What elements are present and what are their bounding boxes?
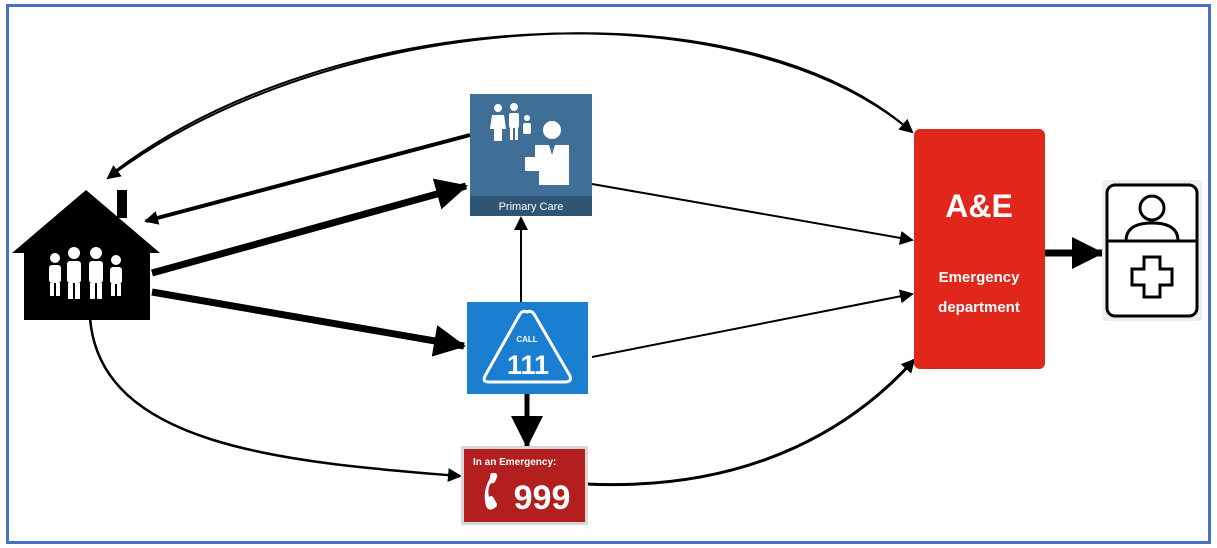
arrows bbox=[88, 32, 1104, 487]
primary-care-box: Primary Care bbox=[470, 94, 592, 216]
doctor-family-icon bbox=[490, 103, 569, 185]
arrow-999-to-ae bbox=[585, 358, 916, 487]
arrow-home-to-ae bbox=[109, 32, 914, 176]
emergency-heading: In an Emergency: bbox=[473, 457, 556, 468]
house-family-icon bbox=[12, 190, 160, 320]
arrow-home-to-111 bbox=[151, 288, 466, 357]
ae-subtitle-line1: Emergency bbox=[939, 269, 1021, 286]
ae-subtitle-line2: department bbox=[938, 299, 1020, 316]
arrow-primary-care-to-ae bbox=[591, 183, 914, 245]
number-999: 999 bbox=[514, 479, 571, 517]
primary-care-label: Primary Care bbox=[499, 201, 564, 213]
arrow-home-to-primary-care bbox=[151, 178, 468, 277]
arrow-home-to-999 bbox=[88, 317, 462, 483]
number-111: 111 bbox=[507, 350, 549, 380]
call-label: CALL bbox=[516, 335, 537, 344]
ae-box: A&E Emergency department bbox=[914, 129, 1045, 369]
emergency-999-box: In an Emergency: 999 bbox=[461, 446, 588, 525]
arrow-111-to-ae bbox=[591, 289, 914, 358]
call-111-box: CALL 111 bbox=[467, 302, 588, 394]
patient-medical-cross-icon bbox=[1102, 180, 1202, 321]
arrow-primary-care-to-home bbox=[144, 133, 471, 225]
ae-title: A&E bbox=[945, 188, 1013, 224]
phone-icon bbox=[484, 473, 498, 510]
call-111-triangle-icon bbox=[482, 309, 572, 384]
